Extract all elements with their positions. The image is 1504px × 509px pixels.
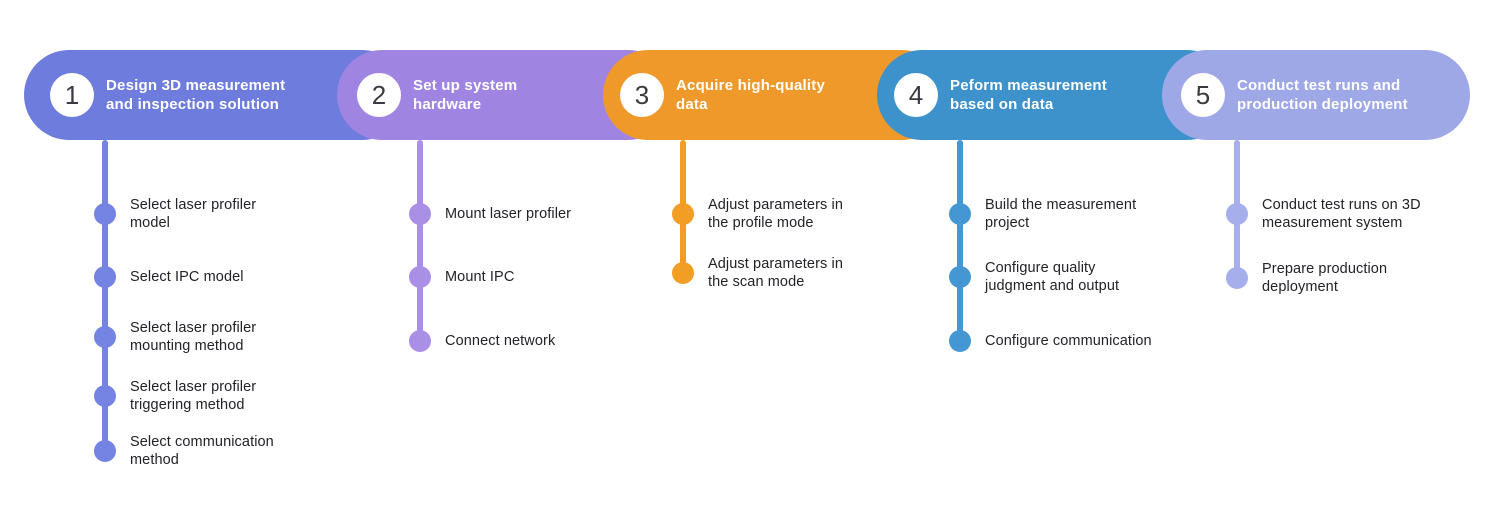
timeline-item-label: Build the measurement project — [985, 197, 1137, 231]
step-number-badge: 2 — [357, 73, 401, 117]
timeline-item-label: Mount IPC — [445, 269, 515, 285]
timeline-item-label: Select laser profiler model — [130, 197, 257, 231]
timeline-item: Build the measurement project — [949, 196, 1136, 232]
timeline-item: Conduct test runs on 3D measurement syst… — [1226, 196, 1421, 232]
step-number: 1 — [64, 79, 80, 110]
timeline-item-label: Prepare production deployment — [1262, 261, 1388, 295]
timeline-item-label: Mount laser profiler — [445, 206, 572, 222]
timeline-item: Select laser profiler model — [94, 196, 256, 232]
step-number-badge: 3 — [620, 73, 664, 117]
timeline-item: Select IPC model — [94, 266, 244, 288]
step-title: Peform measurement based on data — [950, 77, 1107, 113]
timeline-item-label: Adjust parameters in the profile mode — [708, 197, 843, 231]
timeline-line — [957, 140, 963, 341]
timeline-dot — [672, 262, 694, 284]
timeline-dot — [94, 385, 116, 407]
timeline-item-label: Adjust parameters in the scan mode — [708, 256, 843, 290]
timeline-item: Mount IPC — [409, 266, 514, 288]
step-number: 3 — [634, 79, 650, 110]
step-title: Design 3D measurement and inspection sol… — [106, 77, 286, 113]
timeline-item-label: Conduct test runs on 3D measurement syst… — [1262, 197, 1421, 231]
timeline-dot — [1226, 203, 1248, 225]
step-number-badge: 4 — [894, 73, 938, 117]
timeline-dot — [94, 440, 116, 462]
timeline-dot — [949, 203, 971, 225]
step-number: 5 — [1195, 79, 1211, 110]
timeline-item-label: Connect network — [445, 333, 556, 349]
timeline-dot — [409, 203, 431, 225]
timeline-dot — [949, 330, 971, 352]
step-number: 4 — [908, 79, 924, 110]
timeline-dot — [949, 266, 971, 288]
timeline-item-label: Configure communication — [985, 333, 1152, 349]
step-number: 2 — [371, 79, 387, 110]
timeline-item-label: Select laser profiler triggering method — [130, 379, 257, 413]
timeline-item: Adjust parameters in the profile mode — [672, 196, 843, 232]
step-number-badge: 1 — [50, 73, 94, 117]
timeline-item-label: Select IPC model — [130, 269, 244, 285]
step-title: Acquire high-quality data — [676, 77, 826, 113]
timeline-item: Mount laser profiler — [409, 203, 571, 225]
timeline-dot — [1226, 267, 1248, 289]
timeline-dot — [94, 266, 116, 288]
timeline-dot — [409, 266, 431, 288]
timeline-item: Prepare production deployment — [1226, 260, 1387, 296]
timeline-item-label: Select laser profiler mounting method — [130, 320, 257, 354]
timeline-item: Select communication method — [94, 433, 274, 469]
timeline-item: Connect network — [409, 330, 555, 352]
step-header-5: 5 Conduct test runs and production deplo… — [1162, 50, 1470, 140]
timeline-item: Select laser profiler mounting method — [94, 319, 256, 355]
step-title: Conduct test runs and production deploym… — [1237, 77, 1408, 113]
timeline-line — [102, 140, 108, 451]
step-title: Set up system hardware — [413, 77, 518, 113]
timeline-item: Select laser profiler triggering method — [94, 378, 256, 414]
timeline-item: Configure communication — [949, 330, 1152, 352]
timeline-item-label: Select communication method — [130, 434, 274, 468]
timeline-item: Adjust parameters in the scan mode — [672, 255, 843, 291]
timeline-dot — [94, 326, 116, 348]
timeline-line — [417, 140, 423, 341]
step-number-badge: 5 — [1181, 73, 1225, 117]
timeline-item: Configure quality judgment and output — [949, 259, 1119, 295]
timeline-item-label: Configure quality judgment and output — [985, 260, 1120, 294]
timeline-dot — [672, 203, 694, 225]
timeline-dot — [94, 203, 116, 225]
timeline-dot — [409, 330, 431, 352]
